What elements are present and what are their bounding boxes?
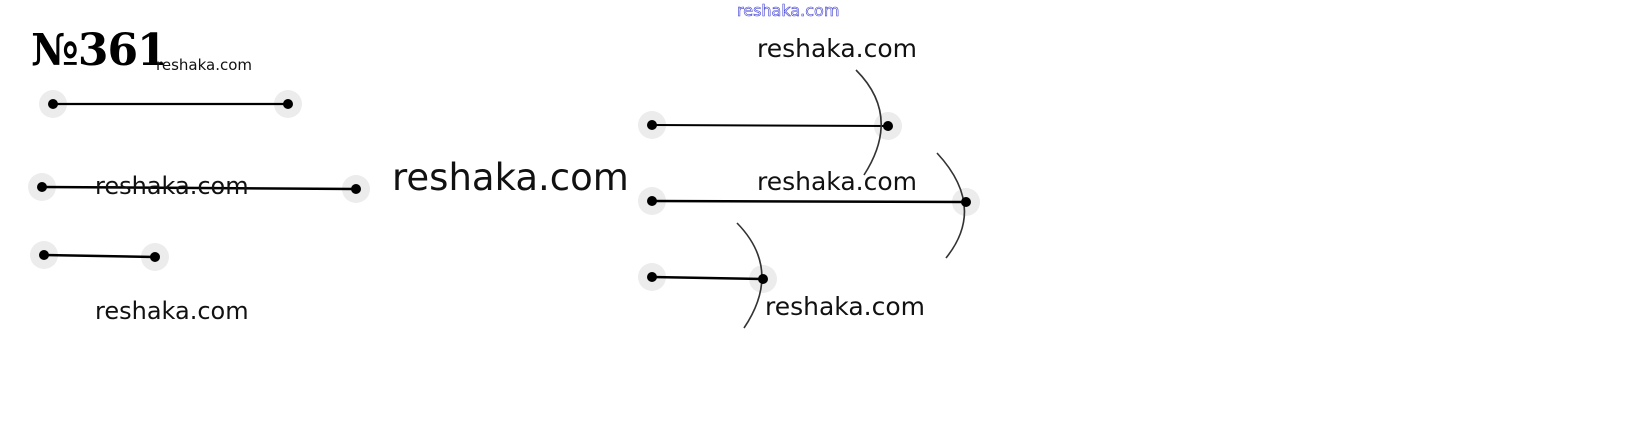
point xyxy=(647,120,657,130)
watermark-left-middle: reshaka.com xyxy=(95,172,249,200)
point xyxy=(150,252,160,262)
watermark-small: reshaka.com xyxy=(156,56,252,74)
watermark-right-top: reshaka.com xyxy=(757,34,917,63)
point xyxy=(351,184,361,194)
segment-c xyxy=(43,253,156,259)
problem-number: №361 xyxy=(31,25,168,76)
compass-arc xyxy=(855,69,882,176)
construct-segment-a xyxy=(651,124,889,127)
point xyxy=(48,99,58,109)
watermark-center: reshaka.com xyxy=(392,156,629,199)
point xyxy=(758,274,768,284)
point xyxy=(883,121,893,131)
point xyxy=(283,99,293,109)
point xyxy=(647,272,657,282)
compass-arc xyxy=(736,222,763,329)
watermark-right-middle: reshaka.com xyxy=(757,167,917,196)
point xyxy=(647,196,657,206)
point-halos xyxy=(28,90,980,293)
construct-segment-c xyxy=(651,275,764,281)
segment-b xyxy=(41,185,357,191)
point xyxy=(961,197,971,207)
construct-segment-b xyxy=(651,199,967,204)
watermark-top: reshaka.com xyxy=(737,1,840,21)
watermark-left-bottom: reshaka.com xyxy=(95,297,249,325)
watermark-right-bottom: reshaka.com xyxy=(765,292,925,321)
points xyxy=(37,99,971,284)
point xyxy=(37,182,47,192)
point xyxy=(39,250,49,260)
